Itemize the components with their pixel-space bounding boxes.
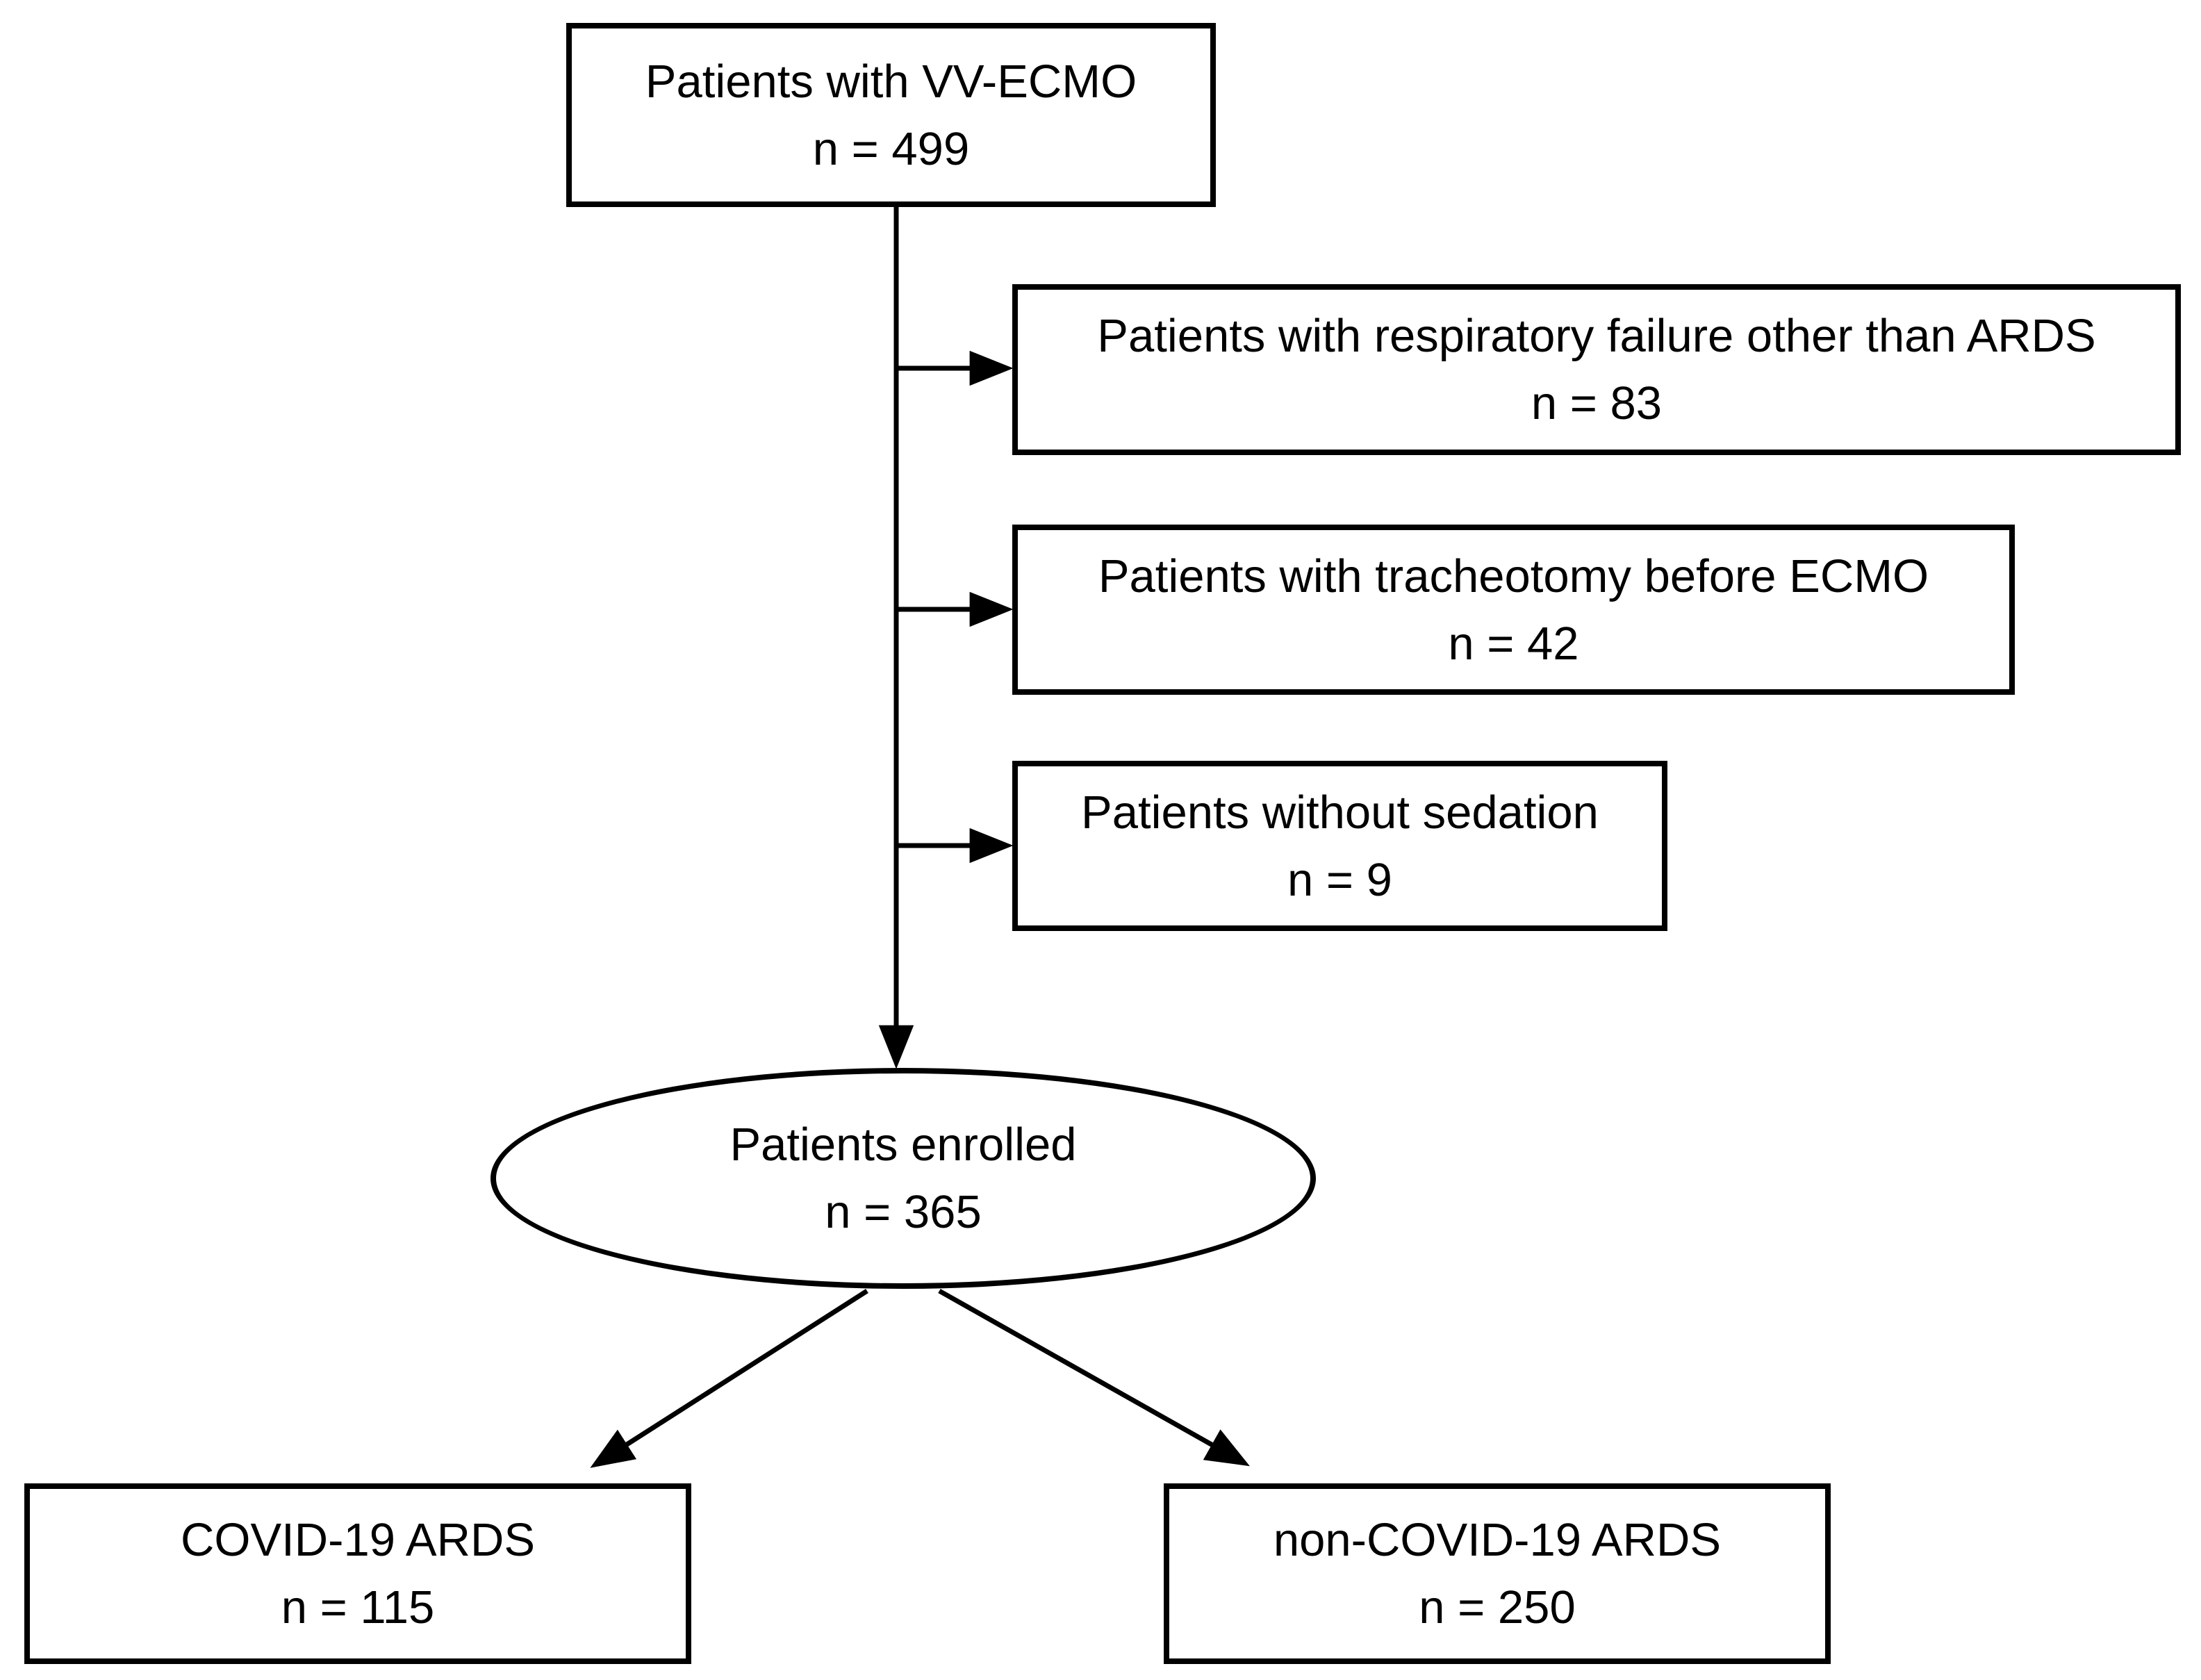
node-non-covid-19-ards: non-COVID-19 ARDS n = 250 (1164, 1483, 1831, 1664)
node-exclusion-respiratory-failure: Patients with respiratory failure other … (1012, 284, 2181, 455)
node-count: n = 499 (812, 122, 970, 175)
edge-enrolled-to-non-covid (938, 1288, 1250, 1467)
node-label: Patients enrolled (729, 1119, 1077, 1171)
edge-enrolled-to-covid (590, 1289, 868, 1468)
node-label: Patients with respiratory failure other … (1097, 310, 2096, 362)
node-count: n = 83 (1531, 377, 1663, 429)
node-label: Patients with VV-ECMO (645, 55, 1137, 108)
node-label: Patients with tracheotomy before ECMO (1098, 550, 1929, 602)
node-exclusion-tracheotomy: Patients with tracheotomy before ECMO n … (1012, 525, 2015, 695)
node-count: n = 115 (281, 1581, 435, 1633)
node-patients-enrolled: Patients enrolled n = 365 (491, 1068, 1316, 1289)
node-label: Patients without sedation (1081, 786, 1599, 839)
node-patients-vv-ecmo: Patients with VV-ECMO n = 499 (566, 23, 1216, 207)
node-label: COVID-19 ARDS (180, 1514, 536, 1566)
node-label: non-COVID-19 ARDS (1273, 1514, 1722, 1566)
node-count: n = 42 (1448, 617, 1579, 670)
node-count: n = 250 (1419, 1581, 1576, 1633)
node-covid-19-ards: COVID-19 ARDS n = 115 (24, 1483, 691, 1664)
node-exclusion-no-sedation: Patients without sedation n = 9 (1012, 761, 1667, 931)
node-count: n = 9 (1287, 853, 1392, 906)
node-count: n = 365 (825, 1186, 982, 1238)
